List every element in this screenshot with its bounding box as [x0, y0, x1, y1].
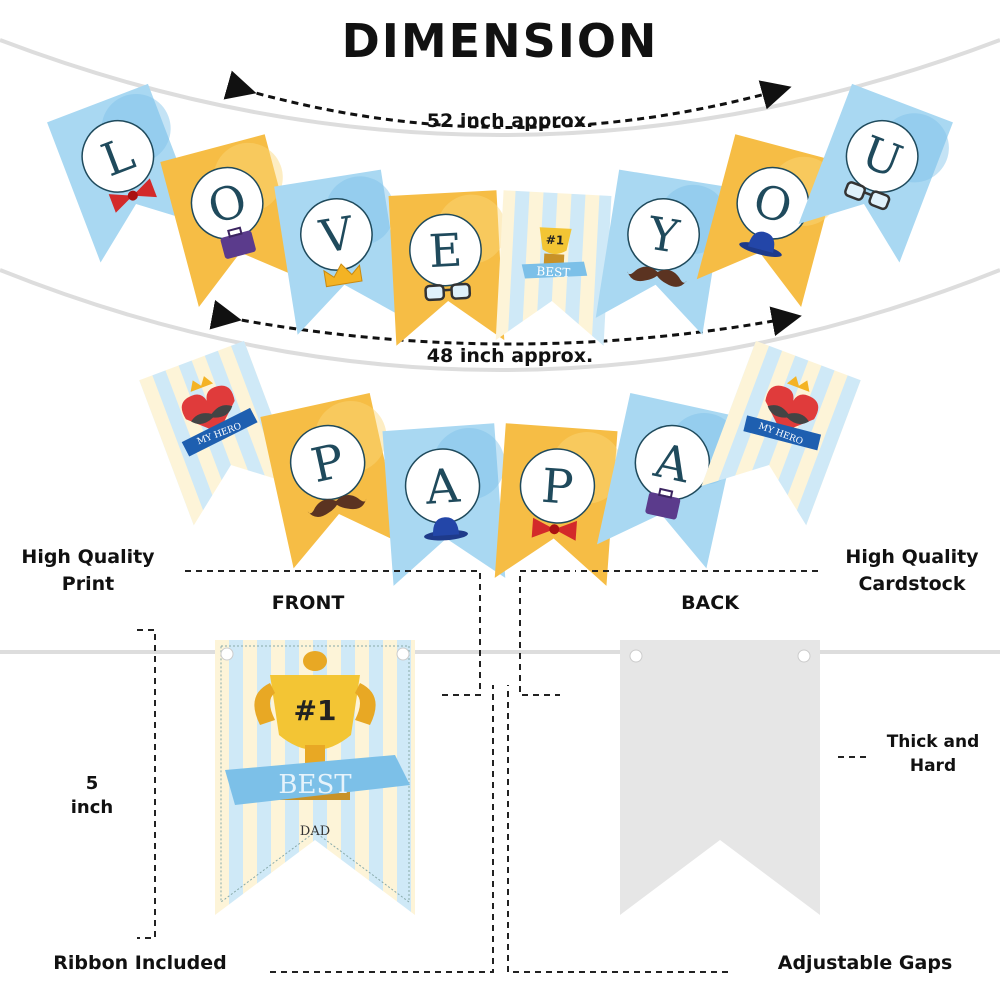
briefcase-icon	[645, 487, 681, 520]
back-label: BACK	[681, 592, 739, 614]
banner-flag: P	[260, 392, 403, 569]
banner-letter: A	[423, 459, 463, 516]
ribbon-included-label: Ribbon Included	[53, 952, 227, 974]
adjustable-gaps-label: Adjustable Gaps	[777, 952, 953, 974]
banner-flag: U	[798, 83, 953, 263]
banner-flag: O	[160, 134, 304, 307]
size-label-52: 52 inch approx.	[426, 110, 594, 132]
string-2	[0, 268, 1000, 372]
crown-icon	[323, 263, 363, 288]
leader-lines	[137, 570, 870, 973]
banner-flag: A	[382, 423, 506, 586]
mustache-icon	[627, 266, 687, 287]
banner-letter: E	[428, 223, 464, 278]
banner-flag: V	[274, 169, 405, 335]
bow-tie-icon	[531, 517, 578, 541]
trophy-icon: #1 BEST DAD	[225, 651, 410, 839]
front-label: FRONT	[271, 592, 345, 614]
banner-flag: A	[597, 392, 740, 569]
glasses-icon	[844, 181, 891, 211]
mustache-icon	[307, 495, 367, 517]
banner-flag: O	[696, 134, 840, 307]
briefcase-icon	[220, 226, 256, 259]
banner-flag: MY HERO	[139, 340, 299, 526]
dimension-arrow-2	[209, 299, 802, 346]
trophy-best: BEST	[278, 770, 352, 800]
trophy-rank: #1	[545, 233, 564, 248]
back-card	[620, 640, 820, 915]
glasses-icon	[424, 282, 472, 302]
banner-flag: L	[47, 83, 202, 263]
banner-flag: P	[494, 423, 623, 586]
banner-flag: MY HERO	[701, 340, 861, 526]
front-card: #1 BEST DAD	[215, 640, 415, 915]
hat-icon	[424, 517, 469, 541]
heart-hero-icon: MY HERO	[743, 376, 822, 451]
page-title: DIMENSION	[341, 14, 659, 68]
trophy-dad: DAD	[300, 824, 330, 839]
bow-tie-icon	[108, 178, 157, 213]
dimension-arrow-1	[223, 70, 792, 129]
trophy-rank: #1	[294, 694, 337, 727]
banner-flag: E	[388, 190, 506, 346]
hat-icon	[739, 231, 782, 258]
size-label-48: 48 inch approx.	[426, 345, 594, 367]
trophy-best: BEST	[536, 264, 570, 280]
banner-letter: P	[540, 459, 576, 516]
